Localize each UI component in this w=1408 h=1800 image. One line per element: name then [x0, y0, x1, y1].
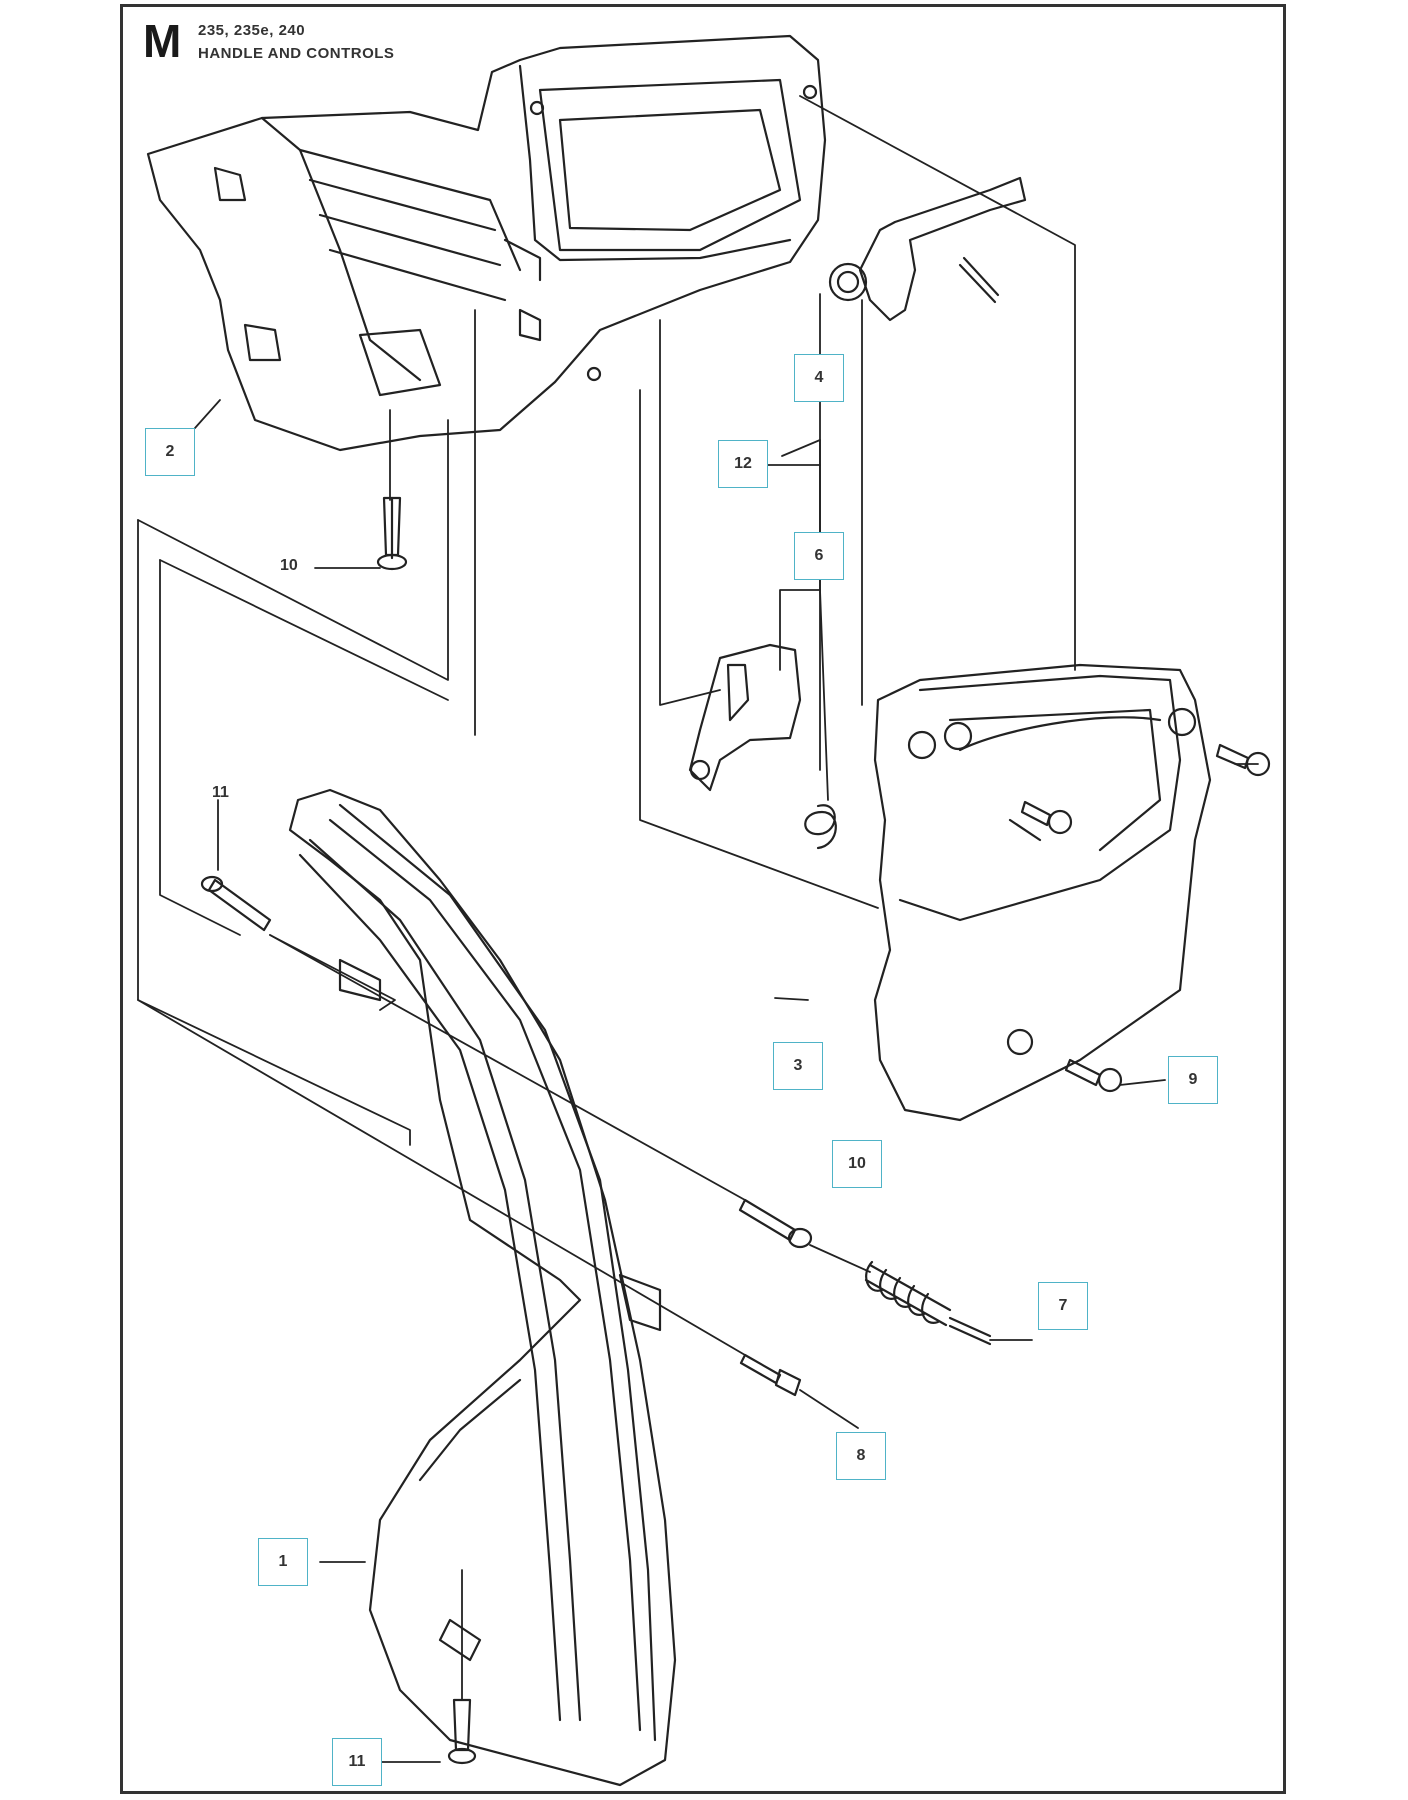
callout-label: 9	[1188, 1071, 1198, 1088]
label-part-11-upper: 11	[212, 784, 229, 801]
callout-part-8: 8	[836, 1432, 886, 1480]
callout-label: 1	[278, 1553, 288, 1570]
callout-part-3: 3	[773, 1042, 823, 1090]
callout-part-4: 4	[794, 354, 844, 402]
callout-label: 12	[734, 455, 752, 472]
av-spring	[864, 1260, 992, 1346]
cover-screws	[1020, 743, 1271, 1093]
handle-cover	[873, 663, 1212, 1122]
diagram-frame	[120, 4, 1286, 1794]
callout-label: 3	[793, 1057, 803, 1074]
callout-part-2: 2	[145, 428, 195, 476]
front-handle	[288, 788, 677, 1787]
throttle-lockout	[688, 643, 837, 850]
callout-part-10-lower: 10	[832, 1140, 882, 1188]
av-screw-8	[739, 1353, 802, 1397]
callout-part-7: 7	[1038, 1282, 1088, 1330]
callout-part-1: 1	[258, 1538, 308, 1586]
screw-11-lower	[447, 1698, 477, 1765]
callout-label: 7	[1058, 1297, 1068, 1314]
assembly-lines	[137, 95, 1259, 1763]
callout-part-12: 12	[718, 440, 768, 488]
rear-handle-housing	[146, 34, 827, 452]
callout-label: 8	[856, 1447, 866, 1464]
callout-part-6: 6	[794, 532, 844, 580]
throttle-trigger	[828, 176, 1027, 322]
callout-part-9: 9	[1168, 1056, 1218, 1104]
page-title: HANDLE AND CONTROLS	[198, 45, 395, 62]
callout-label: 10	[848, 1155, 866, 1172]
screw-11-upper	[200, 875, 272, 932]
callout-label: 11	[348, 1753, 366, 1770]
callout-label: 2	[165, 443, 175, 460]
screw-10-lower	[738, 1198, 813, 1249]
label-part-10-upper: 10	[280, 557, 298, 574]
callout-part-11-lower: 11	[332, 1738, 382, 1786]
callout-label: 4	[814, 369, 824, 386]
screw-10-upper	[376, 496, 408, 571]
model-list: 235, 235e, 240	[198, 22, 306, 39]
section-letter: M	[143, 15, 182, 67]
callout-label: 6	[814, 547, 824, 564]
